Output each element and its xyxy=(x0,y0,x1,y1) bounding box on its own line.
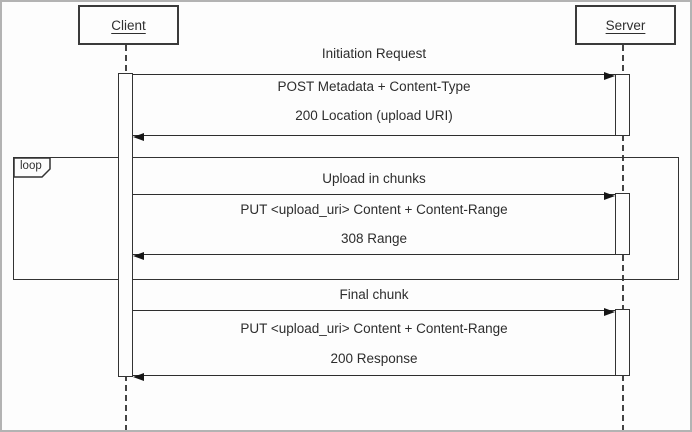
request-message-label: PUT <upload_uri> Content + Content-Range xyxy=(240,202,508,217)
loop-fragment-frame: loop xyxy=(12,156,679,280)
actor-server-box: Server xyxy=(575,5,676,45)
response-message-label: 200 Response xyxy=(330,351,418,366)
actor-client-label: Client xyxy=(111,17,146,33)
loop-pentagon-icon xyxy=(12,156,51,178)
request-message-label: PUT <upload_uri> Content + Content-Range xyxy=(240,321,508,336)
client-activation-bar xyxy=(118,73,133,377)
arrowhead-left-icon xyxy=(133,251,144,260)
arrowhead-left-icon xyxy=(133,132,144,141)
arrowhead-left-icon xyxy=(133,372,144,381)
actor-server-label: Server xyxy=(605,17,646,33)
request-arrow xyxy=(133,191,615,200)
actor-client-box: Client xyxy=(78,5,179,45)
server-activation-bar-loop xyxy=(615,193,630,255)
request-arrow xyxy=(133,71,615,80)
response-arrow xyxy=(133,251,615,260)
response-message-label: 308 Range xyxy=(340,231,408,246)
server-activation-bar-initiation xyxy=(615,74,630,136)
response-arrow xyxy=(133,372,615,381)
loop-operator-label: loop xyxy=(20,160,42,172)
message-group-title: Upload in chunks xyxy=(322,171,426,186)
message-group-title: Final chunk xyxy=(339,287,409,302)
request-arrow xyxy=(133,307,615,316)
arrowhead-right-icon xyxy=(604,191,615,200)
response-arrow xyxy=(133,132,615,141)
arrowhead-right-icon xyxy=(604,307,615,316)
response-message-label: 200 Location (upload URI) xyxy=(295,108,453,123)
message-group-title: Initiation Request xyxy=(321,46,427,61)
server-activation-bar-final xyxy=(615,309,630,376)
request-message-label: POST Metadata + Content-Type xyxy=(277,79,471,94)
arrowhead-right-icon xyxy=(604,71,615,80)
